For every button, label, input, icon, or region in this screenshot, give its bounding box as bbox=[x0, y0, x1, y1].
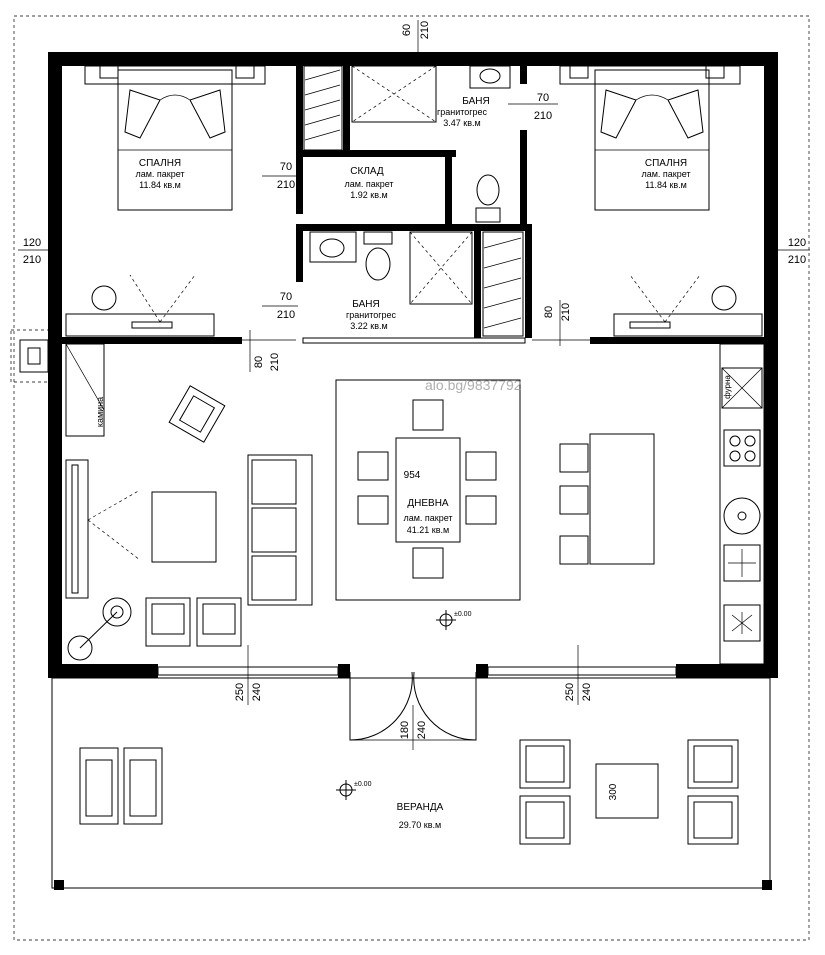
windows bbox=[51, 54, 775, 676]
room-name-bath-bottom: БАНЯ bbox=[352, 299, 379, 310]
dim-bed-left-door-a: 80 bbox=[253, 356, 265, 368]
dim-bath-top-door-a: 70 bbox=[537, 92, 549, 104]
room-area-bedroom-left: 11.84 кв.м bbox=[139, 180, 181, 190]
dim-window-front-right-a: 250 bbox=[564, 683, 576, 701]
dim-storage-door-a: 70 bbox=[280, 161, 292, 173]
bar-counter bbox=[559, 433, 655, 565]
dim-window-front-left-a: 250 bbox=[234, 683, 246, 701]
dim-bed-left-door-b: 210 bbox=[269, 353, 281, 371]
room-area-bath-bottom: 3.22 кв.м bbox=[350, 321, 387, 331]
dim-bath-top-door-b: 210 bbox=[534, 110, 552, 122]
dim-bath-bottom-door-b: 210 bbox=[277, 309, 295, 321]
rug bbox=[335, 379, 521, 601]
dim-bath-bottom-door-a: 70 bbox=[280, 291, 292, 303]
fireplace bbox=[10, 329, 105, 437]
room-name-bedroom-left: СПАЛНЯ bbox=[139, 158, 181, 169]
room-area-storage: 1.92 кв.м bbox=[350, 190, 387, 200]
room-area-bedroom-right: 11.84 кв.м bbox=[645, 180, 687, 190]
dim-right-window-a: 120 bbox=[788, 237, 806, 249]
veranda-post-right bbox=[762, 880, 772, 890]
sink-top bbox=[469, 65, 511, 89]
shower-top bbox=[351, 65, 437, 123]
bed-right bbox=[559, 65, 741, 211]
level-marker-living bbox=[436, 610, 456, 630]
plot-boundary bbox=[13, 15, 810, 941]
fireplace-label: камина bbox=[95, 397, 105, 427]
desk-left bbox=[65, 274, 215, 337]
bed-left bbox=[84, 65, 266, 211]
floor-lamp bbox=[67, 597, 132, 661]
coffee-table bbox=[151, 491, 217, 563]
dim-bed-right-door-a: 80 bbox=[543, 306, 555, 318]
sunbeds bbox=[79, 747, 163, 825]
room-name-veranda: ВЕРАНДА bbox=[397, 802, 444, 813]
dim-right-window-b: 210 bbox=[788, 254, 806, 266]
veranda-outline bbox=[51, 677, 771, 889]
room-name-bedroom-right: СПАЛНЯ bbox=[645, 158, 687, 169]
veranda-table bbox=[595, 763, 659, 819]
room-floor-bedroom-left: лам. пакрет bbox=[135, 169, 184, 179]
room-name-bath-top: БАНЯ bbox=[462, 96, 489, 107]
room-floor-bedroom-right: лам. пакрет bbox=[641, 169, 690, 179]
dim-entry-door-a: 180 bbox=[399, 721, 411, 739]
dim-left-window-b: 210 bbox=[23, 254, 41, 266]
armchair-corner bbox=[168, 385, 226, 443]
room-floor-living: лам. пакрет bbox=[403, 513, 452, 523]
veranda-lounge-right bbox=[687, 739, 739, 845]
room-area-bath-top: 3.47 кв.м bbox=[443, 118, 480, 128]
veranda-table-dimension: 300 bbox=[608, 783, 619, 800]
shower-bottom bbox=[409, 231, 473, 305]
sofa bbox=[247, 454, 313, 606]
dim-top-window-a: 60 bbox=[401, 24, 413, 36]
dim-entry-door-b: 240 bbox=[416, 721, 428, 739]
room-area-living: 41.21 кв.м bbox=[407, 525, 449, 535]
dim-storage-door-b: 210 bbox=[277, 179, 295, 191]
veranda-post-left bbox=[54, 880, 64, 890]
level-marker-veranda bbox=[336, 780, 356, 800]
oven-label: фурна bbox=[723, 375, 732, 399]
room-floor-bath-bottom: гранитогрес bbox=[346, 310, 397, 320]
watermark: alo.bg/9837792 bbox=[425, 377, 522, 393]
room-floor-storage: лам. пакрет bbox=[344, 179, 393, 189]
veranda-lounge-left bbox=[519, 739, 571, 845]
table-dimension: 954 bbox=[404, 470, 421, 481]
toilet-bottom bbox=[363, 231, 393, 281]
toilet-top bbox=[475, 174, 501, 223]
room-floor-bath-top: гранитогрес bbox=[437, 107, 488, 117]
level-text-living: ±0.00 bbox=[454, 611, 472, 618]
dim-left-window-a: 120 bbox=[23, 237, 41, 249]
room-area-veranda: 29.70 кв.м bbox=[399, 820, 441, 830]
room-name-storage: СКЛАД bbox=[350, 166, 384, 177]
dim-window-front-left-b: 240 bbox=[251, 683, 263, 701]
dimension-leaders bbox=[18, 20, 810, 750]
dim-top-window-b: 210 bbox=[419, 21, 431, 39]
wardrobe-top bbox=[303, 65, 343, 151]
dim-bed-right-door-b: 210 bbox=[560, 303, 572, 321]
armchairs-front bbox=[145, 597, 242, 647]
desk-right bbox=[613, 274, 763, 337]
sink-bottom bbox=[309, 231, 357, 263]
dining-set bbox=[357, 399, 497, 579]
dim-window-front-right-b: 240 bbox=[581, 683, 593, 701]
level-text-veranda: ±0.00 bbox=[354, 781, 372, 788]
room-name-living: ДНЕВНА bbox=[407, 498, 449, 509]
walls bbox=[48, 52, 778, 678]
wardrobe-bottom bbox=[482, 231, 524, 337]
tv-unit bbox=[65, 459, 141, 599]
kitchen bbox=[719, 343, 765, 665]
